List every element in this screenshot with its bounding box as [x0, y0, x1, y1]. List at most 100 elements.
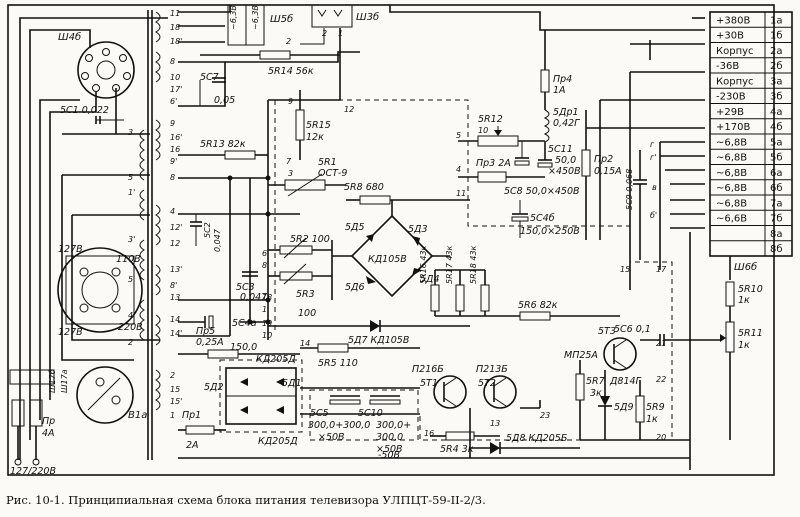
svg-text:5: 5	[128, 173, 133, 182]
r6-label: 5R6 82к	[518, 300, 558, 311]
d3-label: 5Д3	[408, 224, 428, 235]
socket-sh5b: ~6,3В ~6,3В Ш5б	[227, 4, 293, 46]
pr5-label: Пр5	[196, 326, 215, 337]
resistor-r13: 5R13 82к	[178, 139, 268, 160]
r16-label: 5R16 43к	[419, 245, 428, 284]
svg-text:5': 5'	[128, 275, 135, 284]
p213b-label: П213Б	[476, 364, 508, 375]
connector-row-label: ~6,8В	[716, 183, 747, 194]
resistor-r15: 5R15 12к	[295, 90, 331, 160]
capacitor-c4a: 5С4а 150,0	[204, 315, 257, 353]
node-number: 22	[656, 375, 666, 384]
connector-row-label: +170В	[716, 122, 750, 133]
resistor-r8: 5R8 680	[344, 182, 470, 205]
svg-text:3: 3	[128, 128, 133, 137]
svg-text:14': 14'	[170, 329, 182, 338]
connector-row-label: Корпус	[716, 76, 754, 87]
t3-label: 5Т3	[598, 326, 616, 337]
c10-value: 300,0+	[376, 420, 411, 431]
tap-127b: 127В	[58, 327, 83, 338]
c4b-label: 5С4б	[530, 213, 555, 224]
tap-127a: 127В	[58, 244, 83, 255]
c6-label: 5С6 0,1	[614, 324, 651, 335]
node-number: 14	[300, 339, 310, 348]
resistor-r9: 5R9 1к	[635, 380, 665, 440]
svg-text:9': 9'	[170, 157, 177, 166]
connector-row-label: Корпус	[716, 46, 754, 57]
capacitor-c1: 5С1 0,022	[60, 105, 124, 124]
pr2-label: Пр2	[594, 154, 613, 165]
connector-row-pin: 7б	[770, 214, 783, 225]
socket-sh3b: Ш3б 2 1	[268, 4, 379, 101]
connector-row-label: +30В	[716, 31, 744, 42]
pr1-value: 2А	[186, 440, 199, 451]
svg-text:2: 2	[170, 371, 175, 380]
sh17b-label: Ш17б	[48, 369, 57, 393]
sh5b-label: Ш5б	[270, 13, 293, 25]
connector-row-pin: 8а	[770, 229, 783, 240]
node-number: 23	[540, 411, 550, 420]
svg-text:1: 1	[170, 411, 175, 420]
r15-label: 5R15	[306, 120, 331, 131]
node-number: 5	[456, 131, 461, 140]
pr4-value: 1А	[553, 85, 566, 96]
svg-text:17': 17'	[170, 85, 182, 94]
connector-row-pin: 3б	[770, 92, 783, 103]
kd105v-label: КД105В	[368, 254, 407, 265]
diode-d8: 5Д8 КД205Б	[470, 433, 580, 454]
ground-v-label: в	[652, 183, 657, 192]
r9-value: 1к	[646, 414, 658, 425]
svg-text:16: 16	[170, 145, 180, 154]
node-number: 13	[490, 419, 500, 428]
node-number: 6	[262, 249, 267, 258]
v63b-label: ~6,3В	[251, 5, 260, 30]
transistor-t3: 5Т3 МП25А	[564, 326, 637, 371]
node-number: 9	[288, 97, 293, 106]
svg-text:б': б'	[650, 211, 657, 220]
p216b-label: П216Б	[412, 364, 444, 375]
fuse-pr5: Пр5 0,25А	[178, 326, 300, 359]
c8-label: 5С8 50,0×450В	[504, 186, 580, 197]
connector-row-pin: 2а	[770, 46, 783, 57]
pr2-value: 0,15А	[594, 166, 622, 177]
resistor-r4: 5R4 3к	[430, 431, 500, 455]
capacitor-c2: 5С2 0,047	[190, 214, 222, 252]
ground-g-label: г	[650, 140, 655, 149]
mains-voltage: 127/220В	[10, 466, 56, 477]
connector-row-label: ~6,6В	[716, 214, 747, 225]
node-number: 21	[656, 339, 666, 348]
transistor-t2: П213Б 5Т2	[476, 364, 517, 409]
node-number: 3	[288, 169, 293, 178]
c7-value: 0,05	[214, 95, 235, 106]
v63a-label: ~6,3В	[229, 5, 238, 30]
node-number: 8	[262, 261, 267, 270]
svg-text:1': 1'	[128, 188, 135, 197]
pr1-label: Пр1	[182, 410, 201, 421]
svg-text:4: 4	[128, 311, 133, 320]
svg-text:14: 14	[170, 315, 180, 324]
r1-value: ОСТ-9	[318, 168, 347, 179]
svg-text:8: 8	[170, 57, 175, 66]
svg-text:12': 12'	[170, 223, 182, 232]
c4a-label: 5С4а	[232, 318, 257, 329]
svg-text:8: 8	[170, 173, 175, 182]
connector-row-pin: 4а	[770, 107, 783, 118]
node-number: 4	[456, 165, 461, 174]
d2-label: 5Д2	[204, 382, 224, 393]
node-number: 1	[262, 305, 267, 314]
r10-label: 5R10	[738, 284, 763, 295]
connector-row-pin: 1а	[770, 15, 783, 26]
r7-value: 3к	[590, 388, 602, 399]
capacitor-c3: 5С3 0,047	[236, 260, 267, 303]
kd205d-top-label: КД205Д	[256, 354, 296, 365]
svg-text:9: 9	[170, 119, 175, 128]
node-number: 2	[286, 37, 291, 46]
figure-caption: Рис. 10-1. Принципиальная схема блока пи…	[6, 493, 486, 507]
node-number: 18	[262, 293, 272, 302]
mp25a-label: МП25А	[564, 350, 598, 361]
dr1-value: 0,42Г	[553, 118, 580, 129]
pr-mains-value: 4А	[42, 428, 55, 439]
r15-value: 12к	[306, 132, 324, 143]
d9-label: 5Д9	[614, 402, 634, 413]
svg-text:15': 15'	[170, 397, 182, 406]
